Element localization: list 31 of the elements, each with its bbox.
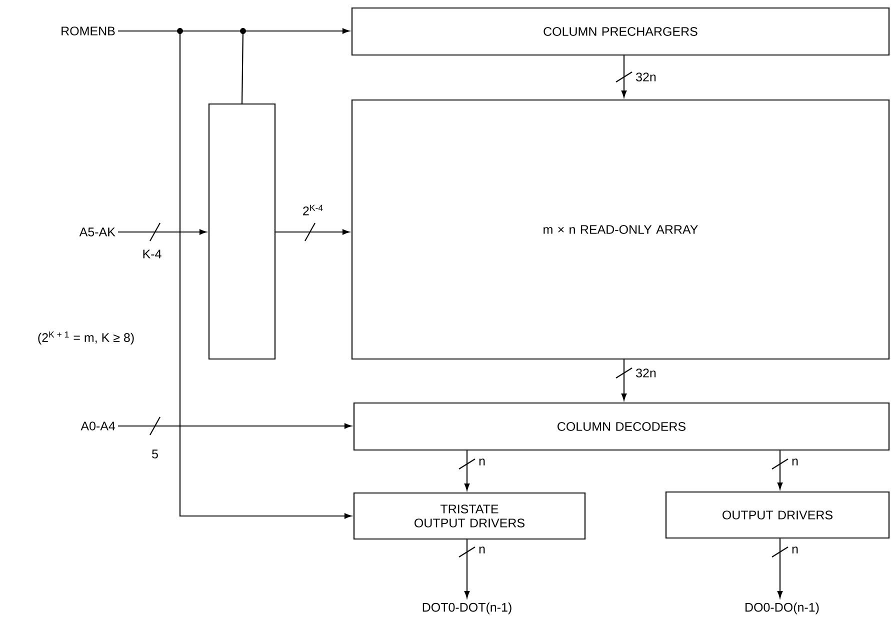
arrow xyxy=(464,540,470,598)
arrow xyxy=(118,423,352,429)
arrow xyxy=(777,538,783,598)
arrow xyxy=(464,450,470,490)
arrow xyxy=(777,450,783,490)
output-label: DOT0-DOT(n-1) xyxy=(422,602,512,614)
arrow xyxy=(621,56,627,98)
driver-box: OUTPUT DRIVERS xyxy=(665,491,890,539)
bus-width-label: n xyxy=(479,546,485,554)
signal-label: A0-A4 xyxy=(80,422,116,430)
formula-note: (2$^{K + 1}$ = m, K ≥ 8) xyxy=(38,332,134,344)
precharger-box: COLUMN PRECHARGERS xyxy=(351,7,890,56)
signal-label: A5-AK xyxy=(79,228,116,236)
bus-width-label: 2$^{K-4}$ xyxy=(303,204,323,216)
bus-width-label: K-4 xyxy=(143,250,162,258)
output-label: DO0-DO(n-1) xyxy=(746,602,819,614)
bus-width-label: 32n xyxy=(636,368,656,378)
bus-width-label: 5 xyxy=(152,450,158,458)
decoder-box: COLUMN DECODERS xyxy=(353,402,890,451)
arrow xyxy=(276,229,350,235)
bus-width-label: n xyxy=(479,458,485,466)
driver-box: TRISTATE OUTPUT DRIVERS xyxy=(353,492,586,540)
arrow xyxy=(118,30,352,519)
memory-array-box: m × n READ-ONLY ARRAY xyxy=(351,99,890,360)
signal-label: ROMENB xyxy=(62,26,115,36)
arrow xyxy=(118,229,206,235)
bus-width-label: n xyxy=(792,458,798,466)
arrow xyxy=(621,360,627,400)
bus-width-label: n xyxy=(792,546,798,554)
bus-width-label: 32n xyxy=(636,72,656,82)
row-decoder-box xyxy=(208,103,276,360)
